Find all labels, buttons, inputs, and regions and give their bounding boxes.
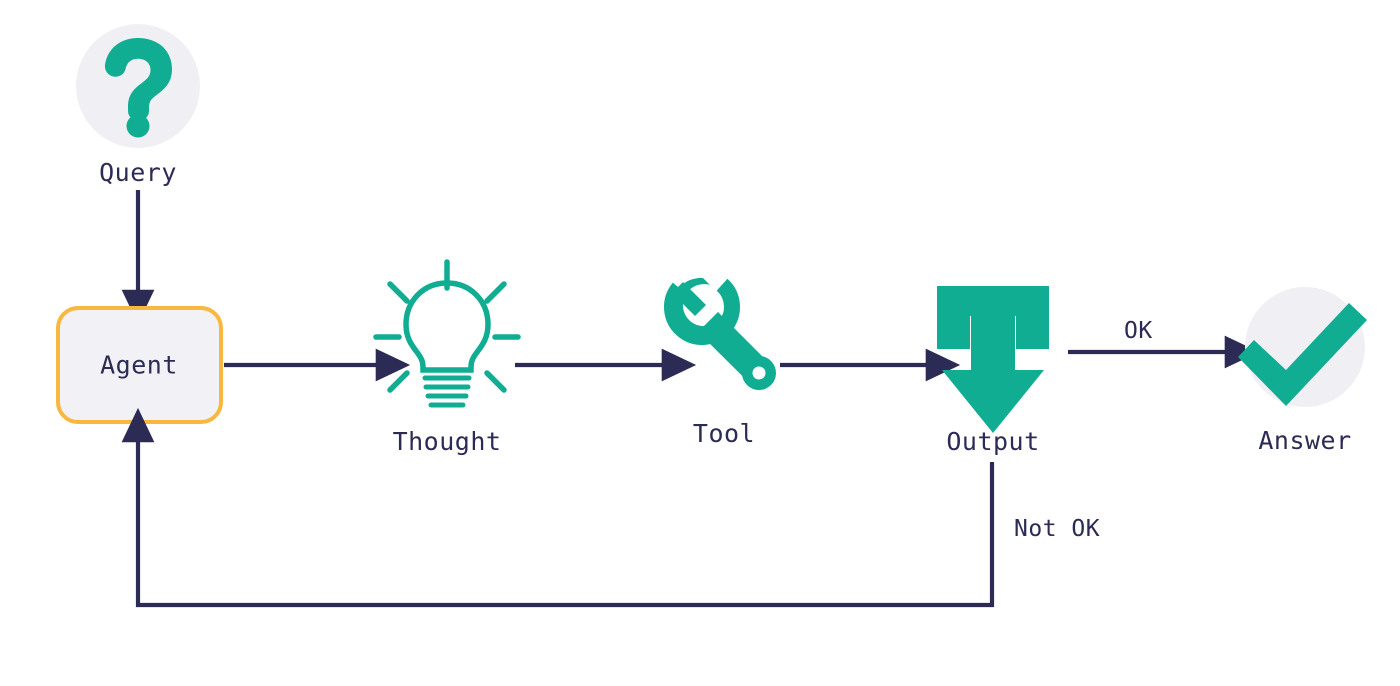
node-label-output: Output	[946, 427, 1040, 456]
node-query[interactable]	[76, 24, 200, 148]
answer-circle-background	[1245, 287, 1365, 407]
node-label-query: Query	[99, 158, 177, 187]
edge-label-not-ok: Not OK	[1014, 516, 1101, 542]
output-tray-arrow-icon[interactable]	[937, 286, 1049, 433]
edge-output-to-agent-feedback	[121, 407, 995, 608]
lightbulb-icon[interactable]	[373, 259, 521, 408]
question-mark-icon	[104, 38, 172, 138]
edge-label-ok: OK	[1124, 318, 1153, 344]
node-label-agent: Agent	[100, 350, 178, 380]
node-label-thought: Thought	[392, 427, 502, 456]
node-answer[interactable]	[1238, 287, 1367, 407]
wrench-icon[interactable]	[660, 265, 776, 390]
node-label-answer: Answer	[1258, 426, 1352, 455]
checkmark-icon	[1238, 303, 1367, 406]
node-label-tool: Tool	[692, 419, 756, 448]
